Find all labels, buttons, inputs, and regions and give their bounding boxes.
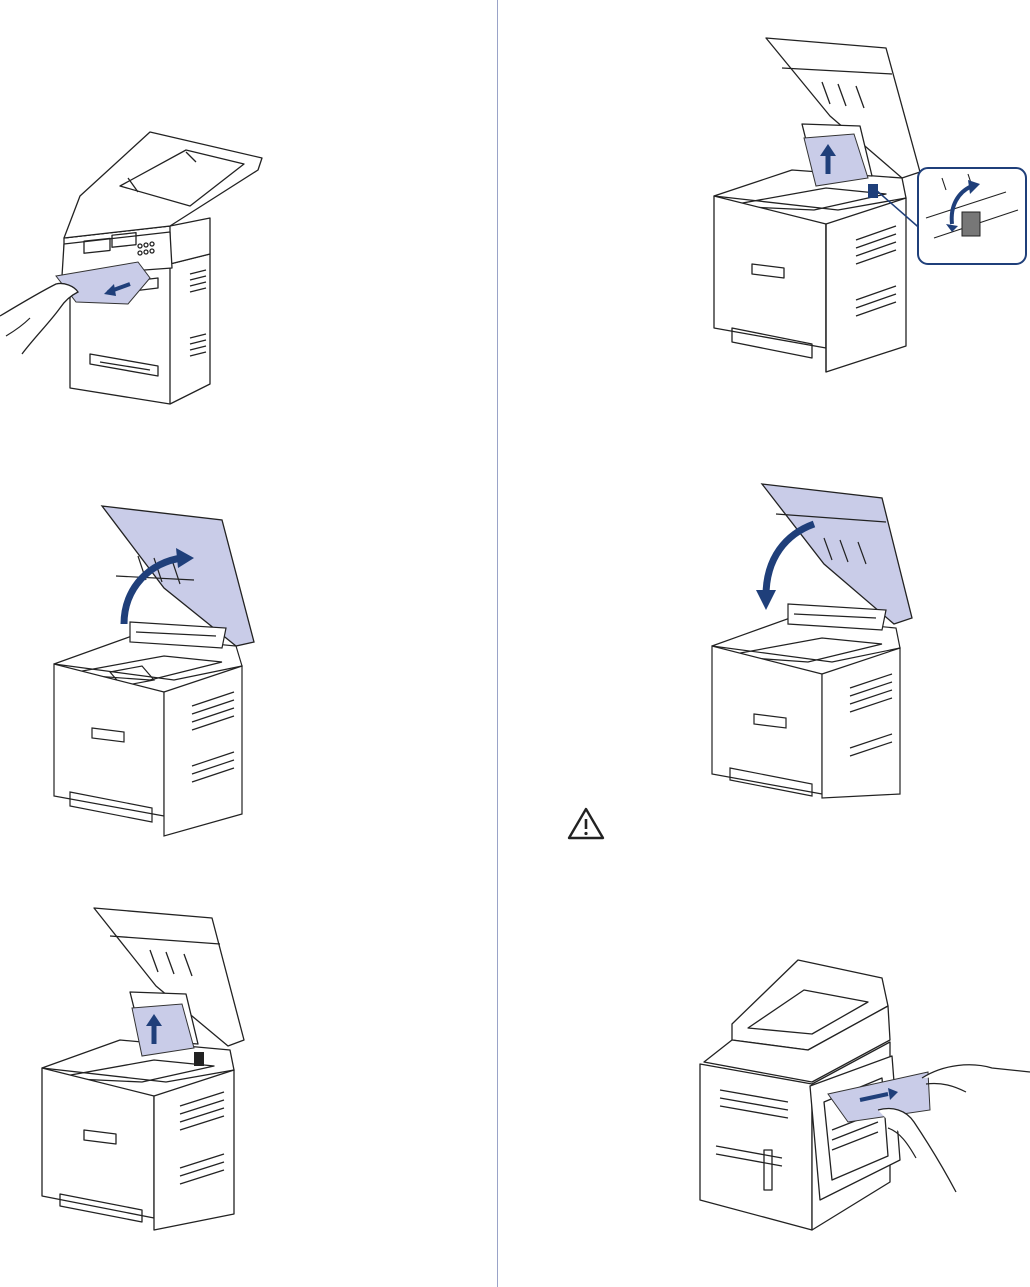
column-divider xyxy=(497,0,498,1287)
printer-rear-hands-pull-paper-icon xyxy=(692,960,1030,1230)
printer-front-hand-pull-paper-icon xyxy=(0,126,270,408)
caution-triangle-icon xyxy=(566,806,606,842)
printer-open-lid-paper-up-icon xyxy=(706,28,1030,378)
printer-open-lid-paper-up-icon xyxy=(34,900,244,1230)
printer-lid-open-arrow-icon xyxy=(46,496,256,836)
printer-lid-close-arrow-icon xyxy=(704,478,916,798)
